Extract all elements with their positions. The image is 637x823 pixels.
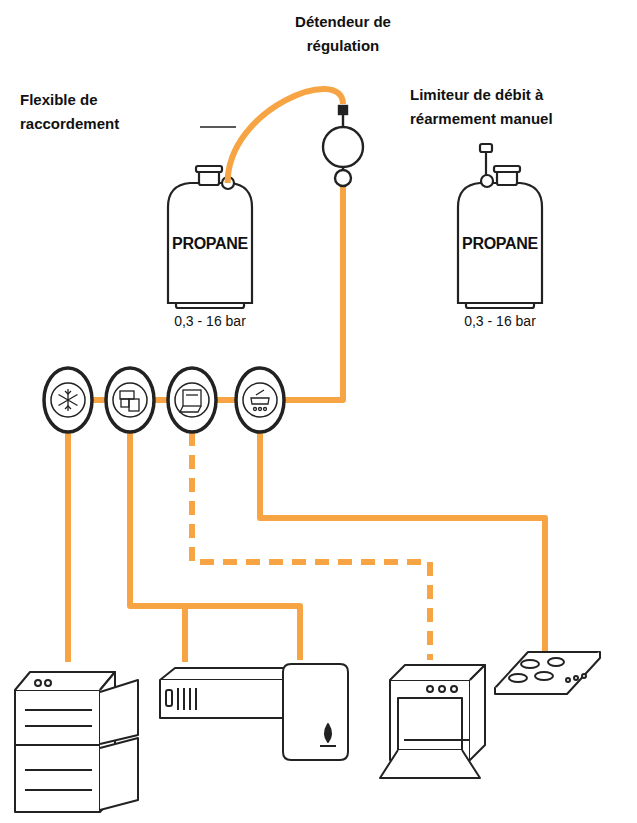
leader-line — [200, 126, 236, 128]
hose-label: Flexible de raccordement — [20, 88, 152, 136]
pressure-range: 0,3 - 16 bar — [138, 313, 282, 329]
heater-pipe — [130, 432, 300, 662]
appliances — [15, 652, 600, 812]
pressure-range: 0,3 - 16 bar — [428, 313, 572, 329]
propane-cylinder — [168, 166, 252, 308]
pressure-regulator: Détendeur de régulation — [321, 104, 365, 188]
pressure-regulator — [323, 106, 363, 186]
valve-icons — [59, 389, 270, 412]
propane-cylinder — [458, 144, 542, 308]
supply-pipe — [282, 186, 343, 400]
cylinder-label: PROPANE — [168, 235, 252, 253]
cooktop-pipe — [260, 432, 545, 652]
propane-cylinder: PROPANE0,3 - 16 bar — [168, 183, 252, 305]
regulator-label: Détendeur de régulation — [287, 10, 399, 58]
propane-cylinder: PROPANE0,3 - 16 bar — [458, 183, 542, 305]
limiter-label: Limiteur de débit à réarmement manuel — [410, 83, 632, 131]
oven-pipe-dashed — [192, 432, 430, 660]
fridge-pipe — [65, 432, 71, 662]
connection-hose — [228, 89, 343, 183]
cylinder-label: PROPANE — [458, 235, 542, 253]
valve-manifold — [44, 368, 284, 432]
